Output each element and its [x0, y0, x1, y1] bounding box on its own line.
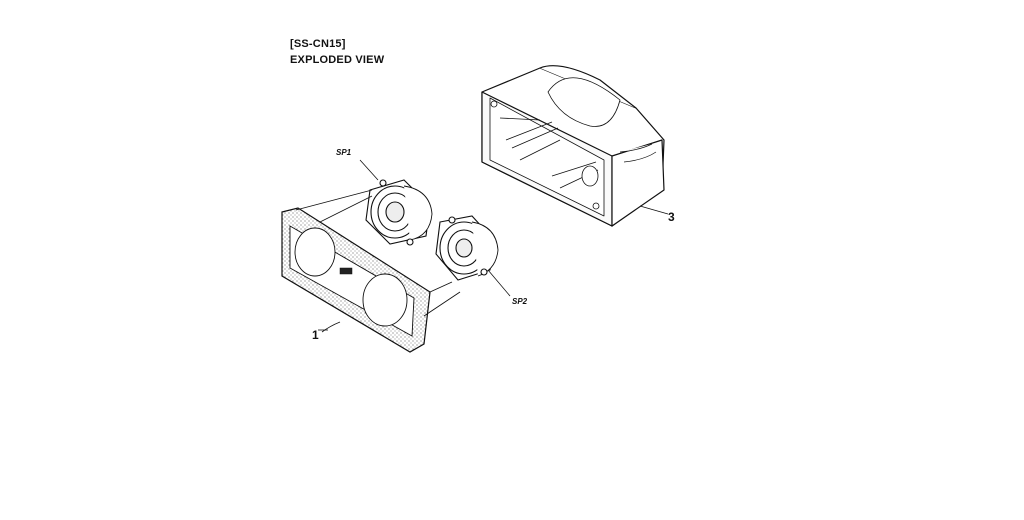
model-label: [SS-CN15] [290, 38, 346, 50]
assembly-guide-lines [295, 189, 461, 317]
part-label-sp2: SP2 [512, 297, 528, 306]
speaker-sp1 [359, 159, 433, 246]
front-grille [281, 207, 431, 353]
part-label-1: 1 [312, 328, 319, 342]
page-title: EXPLODED VIEW [290, 54, 385, 66]
part-label-sp1: SP1 [336, 148, 352, 157]
speaker-sp2 [435, 215, 511, 297]
part-label-3: 3 [668, 210, 675, 224]
cabinet [481, 65, 669, 227]
